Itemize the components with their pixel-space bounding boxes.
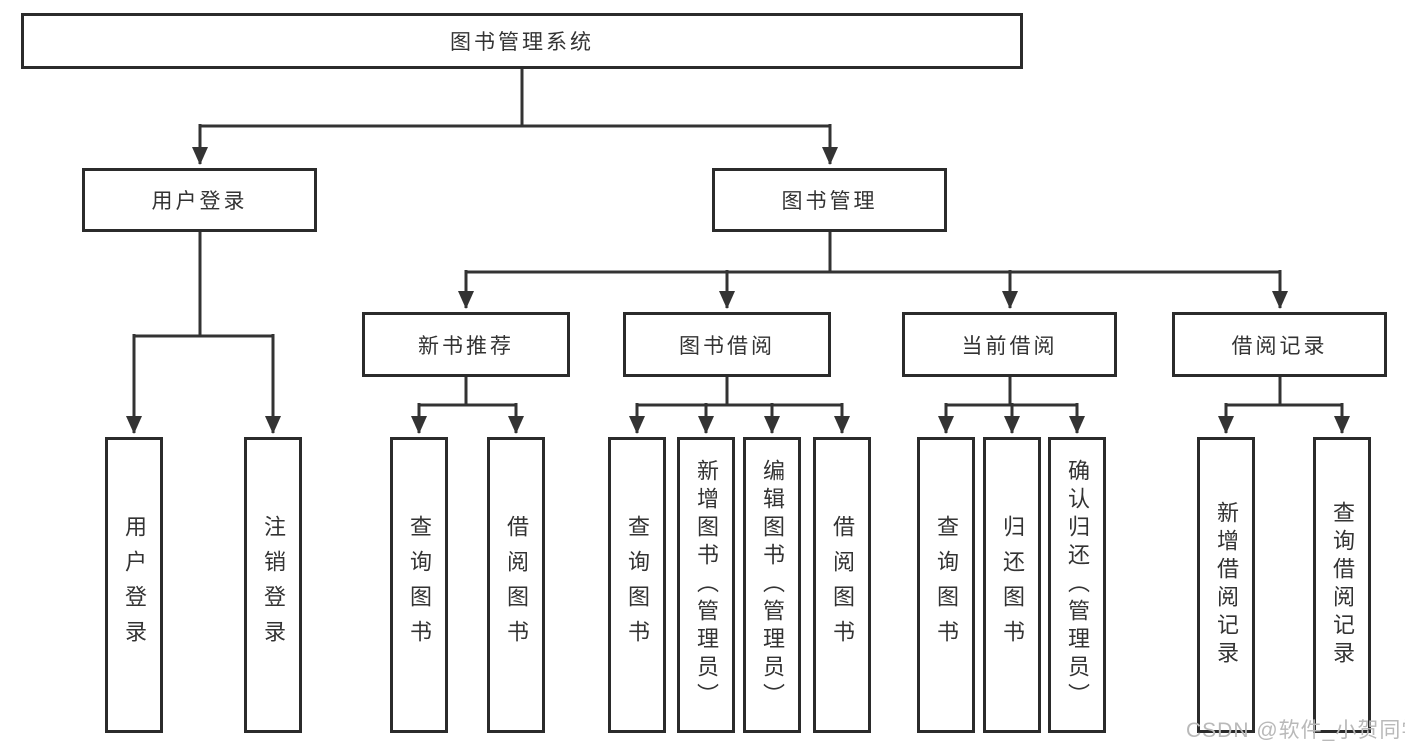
connector-book-borrow-branch (629, 377, 850, 434)
connector-borrow-record-branch (1218, 377, 1350, 434)
connector-user-login-branch (126, 232, 281, 434)
node-leaf-logout: 注销登录 (244, 437, 302, 733)
node-leaf-borrow-books: 借阅图书 (813, 437, 871, 733)
node-root-library-system: 图书管理系统 (21, 13, 1023, 69)
connector-new-book-branch (411, 377, 524, 434)
node-leaf-confirm-return-admin: 确认归还（管理员） (1048, 437, 1106, 733)
node-leaf-return-books: 归还图书 (983, 437, 1041, 733)
node-current-borrowing: 当前借阅 (902, 312, 1117, 377)
node-leaf-borrow-books-recommend: 借阅图书 (487, 437, 545, 733)
node-leaf-query-borrow-record: 查询借阅记录 (1313, 437, 1371, 733)
connector-root-to-level2 (192, 69, 838, 165)
node-leaf-query-books-current: 查询图书 (917, 437, 975, 733)
node-leaf-user-login: 用户登录 (105, 437, 163, 733)
node-leaf-add-books-admin: 新增图书（管理员） (677, 437, 735, 733)
connector-current-borrow-branch (938, 377, 1085, 434)
node-book-borrowing: 图书借阅 (623, 312, 831, 377)
connector-book-mgmt-to-level3 (458, 232, 1288, 309)
node-leaf-query-books-recommend: 查询图书 (390, 437, 448, 733)
node-new-book-recommend: 新书推荐 (362, 312, 570, 377)
node-leaf-query-books-borrow: 查询图书 (608, 437, 666, 733)
node-borrowing-records: 借阅记录 (1172, 312, 1387, 377)
node-leaf-add-borrow-record: 新增借阅记录 (1197, 437, 1255, 733)
node-leaf-edit-books-admin: 编辑图书（管理员） (743, 437, 801, 733)
node-book-management: 图书管理 (712, 168, 947, 232)
node-user-login: 用户登录 (82, 168, 317, 232)
csdn-watermark: CSDN @软件_小贺同学 (1186, 719, 1405, 742)
